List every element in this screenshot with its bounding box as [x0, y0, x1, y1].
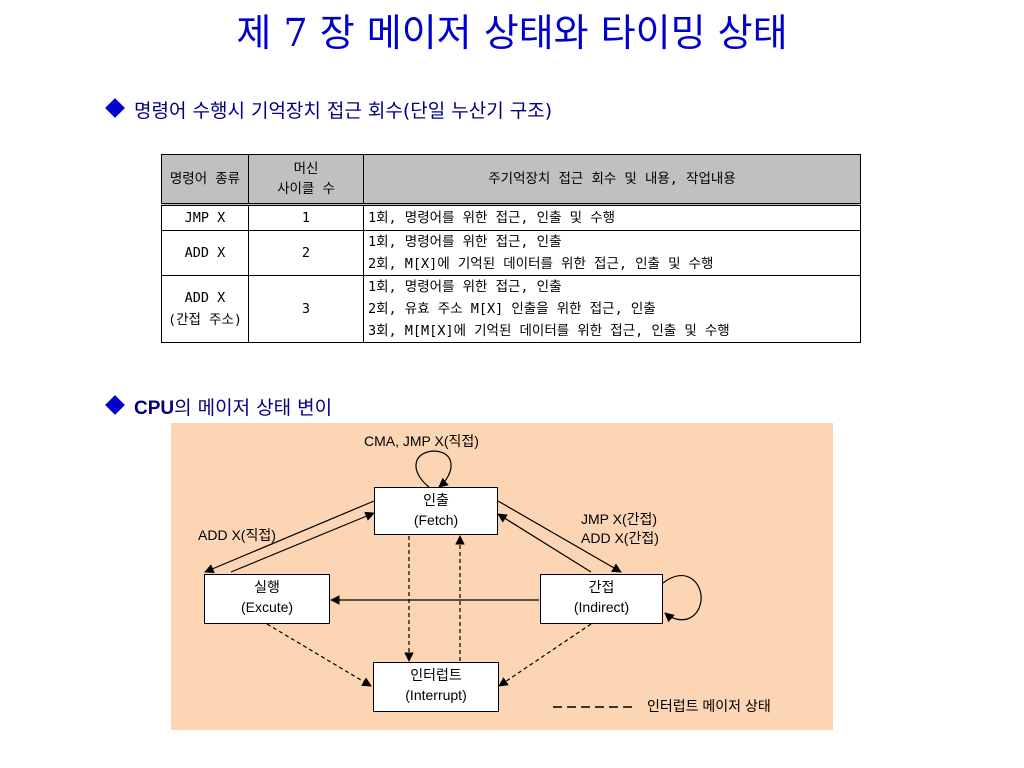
- section-heading-transitions: CPU의 메이저 상태 변이: [105, 393, 333, 420]
- label-indirect-paths: JMP X(간접) ADD X(간접): [581, 510, 659, 548]
- details-cell: 1회, 명령어를 위한 접근, 인출 2회, 유효 주소 M[X] 인출을 위한 …: [363, 275, 861, 343]
- indirect-self-loop: [662, 575, 702, 623]
- cycles-cell: 2: [248, 230, 364, 276]
- detail-line: 1회, 명령어를 위한 접근, 인출: [368, 234, 562, 250]
- header-cycles-line1: 머신: [293, 161, 319, 177]
- table-row: ADD X (간접 주소) 3 1회, 명령어를 위한 접근, 인출 2회, 유효 …: [161, 275, 861, 343]
- detail-line: 1회, 명령어를 위한 접근, 인출 및 수행: [368, 210, 616, 226]
- instruction-cell: ADD X: [161, 230, 249, 276]
- fetch-self-loop: [415, 450, 452, 488]
- arrow-indirect-to-interrupt: [498, 623, 592, 687]
- cpu-label: CPU: [134, 398, 175, 419]
- execute-state-label: 실행: [254, 579, 280, 595]
- arrow-fetch-to-execute: [204, 500, 375, 574]
- section-heading-text: 의 메이저 상태 변이: [174, 397, 333, 419]
- instruction-cell: JMP X: [161, 204, 249, 231]
- diamond-bullet-icon: [105, 98, 125, 118]
- fetch-state-box: 인출 (Fetch): [374, 487, 498, 535]
- execute-state-sub: (Excute): [240, 599, 294, 615]
- label-add-indirect: ADD X(간접): [581, 530, 659, 546]
- fetch-state-label: 인출: [423, 492, 449, 508]
- label-fetch-loop: CMA, JMP X(직접): [364, 433, 479, 449]
- arrow-fetch-to-indirect: [497, 500, 622, 573]
- header-instruction-type: 명령어 종류: [161, 154, 249, 206]
- page-title: 제 7 장 메이저 상태와 타이밍 상태: [236, 11, 788, 55]
- state-transition-arrows: [204, 450, 702, 708]
- major-state-diagram: 인출 (Fetch) 실행 (Excute) 간접 (Indirect) 인터럽…: [171, 423, 833, 730]
- detail-line: 3회, M[M[X]에 기억된 데이터를 위한 접근, 인출 및 수행: [368, 323, 730, 339]
- arrow-execute-to-fetch: [230, 511, 375, 573]
- interrupt-state-label: 인터럽트: [410, 667, 462, 683]
- instruction-cell: ADD X (간접 주소): [161, 275, 249, 343]
- indirect-state-box: 간접 (Indirect): [540, 574, 663, 624]
- header-access-details: 주기억장치 접근 회수 및 내용, 작업내용: [363, 154, 861, 206]
- header-cycles-line2: 사이클 수: [277, 181, 335, 197]
- cycles-cell: 1: [248, 204, 364, 231]
- interrupt-state-box: 인터럽트 (Interrupt): [373, 662, 499, 712]
- arrow-indirect-to-fetch: [497, 513, 592, 573]
- fetch-state-sub: (Fetch): [413, 512, 459, 528]
- cycles-cell: 3: [248, 275, 364, 343]
- arrow-execute-to-interrupt: [266, 623, 372, 687]
- detail-line: 2회, 유효 주소 M[X] 인출을 위한 접근, 인출: [368, 301, 656, 317]
- section-heading-access: 명령어 수행시 기억장치 접근 회수(단일 누산기 구조): [105, 96, 553, 123]
- instruction-line1: ADD X: [184, 290, 226, 306]
- label-jmp-indirect: JMP X(간접): [581, 511, 658, 527]
- details-cell: 1회, 명령어를 위한 접근, 인출 및 수행: [363, 204, 861, 231]
- details-cell: 1회, 명령어를 위한 접근, 인출 2회, M[X]에 기억된 데이터를 위한 …: [363, 230, 861, 276]
- legend-text: 인터럽트 메이저 상태: [647, 698, 771, 714]
- section-heading-text: 명령어 수행시 기억장치 접근 회수(단일 누산기 구조): [134, 100, 553, 122]
- indirect-state-label: 간접: [588, 579, 615, 595]
- instruction-line2: (간접 주소): [167, 312, 243, 328]
- label-add-direct: ADD X(직접): [198, 527, 276, 543]
- interrupt-state-sub: (Interrupt): [405, 687, 467, 703]
- diamond-bullet-icon: [105, 395, 125, 415]
- detail-line: 1회, 명령어를 위한 접근, 인출: [368, 279, 562, 295]
- table-row: ADD X 2 1회, 명령어를 위한 접근, 인출 2회, M[X]에 기억된 …: [161, 230, 861, 276]
- execute-state-box: 실행 (Excute): [204, 574, 330, 624]
- table-row: JMP X 1 1회, 명령어를 위한 접근, 인출 및 수행: [161, 204, 861, 231]
- indirect-state-sub: (Indirect): [573, 599, 630, 615]
- detail-line: 2회, M[X]에 기억된 데이터를 위한 접근, 인출 및 수행: [368, 256, 714, 272]
